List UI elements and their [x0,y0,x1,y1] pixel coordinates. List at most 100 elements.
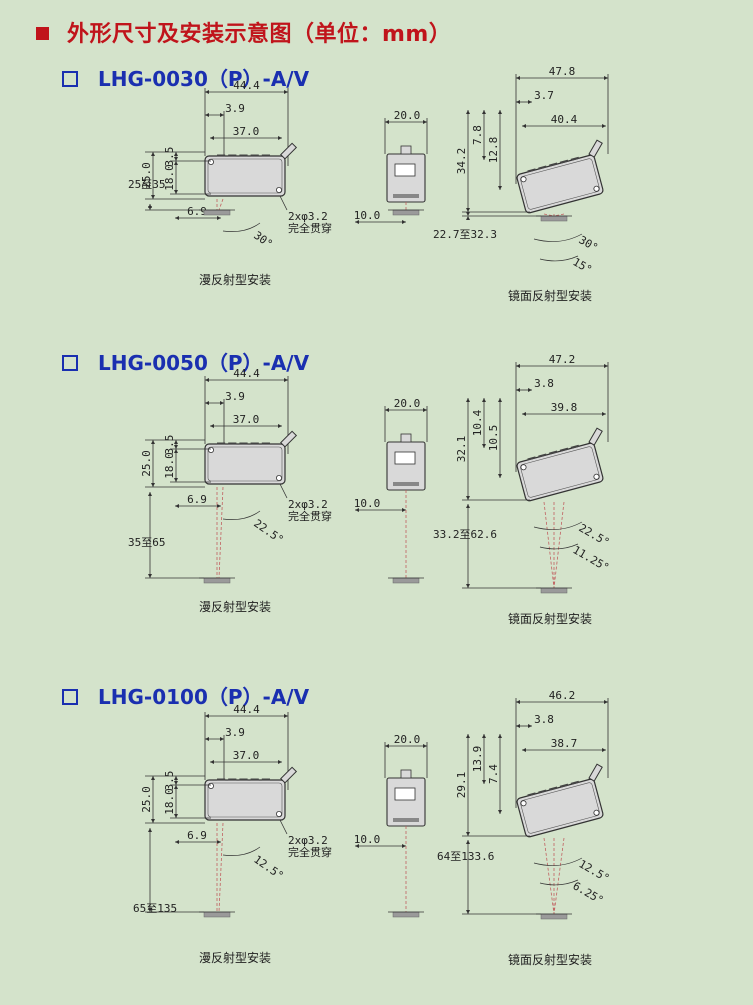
beam-line [218,822,224,913]
diffuse-ground-plate [203,209,231,216]
section-model-label: LHG-0100（P）-A/V [98,685,310,709]
lens-segment [239,442,248,445]
mirror-pitch-dim-label: 39.8 [551,401,578,414]
arrowhead [151,440,155,444]
arrowhead [151,776,155,780]
arrowhead [385,408,389,412]
side-connector [400,433,412,443]
angle-label: 22.5° [251,517,286,547]
arrowhead [284,714,288,718]
hole-offset-dim-label: 3.9 [225,390,245,403]
hole-note-label: 2xφ3.2 [288,834,328,847]
side-window [394,163,416,177]
mirror-angle-arc [533,233,583,242]
section-title-0050: LHG-0050（P）-A/V [62,347,309,376]
lens-segment [527,168,536,173]
arrowhead [278,424,282,428]
sensor-housing-inner [520,446,600,498]
overall-length-dim-label: 44.4 [233,703,260,716]
lens-segment [228,154,237,157]
angle-arc [222,222,261,232]
mirror-offset-dim-label: 3.8 [534,713,554,726]
arrowhead [174,152,178,156]
mirror-pitch-dim-label: 40.4 [551,113,578,126]
arrowhead [402,508,406,512]
beam-line [543,213,555,217]
arrowhead [174,161,178,165]
diffuse-caption: 漫反射型安装 [199,272,271,287]
side-lens [393,482,419,486]
arrowhead [174,478,178,482]
hole-note-label: 2xφ3.2 [288,498,328,511]
sensor-housing [204,155,286,197]
arrowhead [220,113,224,117]
lens-segment [538,789,547,794]
top-offset-dim-label: 3.5 [163,435,176,455]
page-title-text: 外形尺寸及安装示意图（单位：mm） [67,22,452,47]
hole-offset-dim-label: 3.9 [225,102,245,115]
lens-segment [559,447,569,452]
lens-segment [570,156,580,161]
arrowhead [210,760,214,764]
lens-segment [559,783,569,788]
arrowhead [466,208,470,212]
mirror-sensor-body [516,427,604,502]
mount-hole [275,474,282,481]
arrowhead [174,449,178,453]
lens-segment [261,778,270,781]
sensor-housing [516,778,604,838]
lens-segment [239,778,248,781]
arrowhead [466,910,470,914]
sensor-housing [204,443,286,485]
mirror-angle-arc [533,521,583,530]
mount-hole [593,809,600,816]
arrowhead [604,364,608,368]
mirror-v1-dim-label: 10.4 [471,409,484,436]
diffuse-caption: 漫反射型安装 [199,599,271,614]
sensor-housing [204,779,286,821]
arrowhead [498,186,502,190]
height-dim-label: 25.0 [140,786,153,813]
lens-segment [250,154,259,157]
angle-arc [222,846,261,856]
beam-offset-dim-label: 10.0 [354,833,381,846]
mirror-v1-dim-label: 7.8 [471,125,484,145]
bottom-offset-dim-label: 6.9 [187,829,207,842]
mirror-ground-plate [540,215,568,222]
lens-segment [228,442,237,445]
height-dim-label: 25.0 [140,162,153,189]
arrowhead [602,748,606,752]
hole-note2-label: 完全贯穿 [288,509,332,523]
sensor-housing-inner [520,158,600,210]
arrowhead [174,157,178,161]
arrowhead [278,136,282,140]
hole-offset-dim-label: 3.9 [225,726,245,739]
cable [280,766,298,784]
hole-note2-label: 完全贯穿 [288,221,332,235]
mirror-sensor-body [516,763,604,838]
arrowhead [516,724,520,728]
diffuse-caption: 漫反射型安装 [199,950,271,965]
sensor-housing [516,154,604,214]
mirror-angle2-arc [539,879,579,886]
cable [588,763,603,782]
arrowhead [148,206,152,210]
arrowhead [516,700,520,704]
arrowhead [522,748,526,752]
hollow-square-icon [62,688,78,705]
arrowhead [175,504,179,508]
side-width-dim-label: 20.0 [394,733,421,746]
detection-range-label: 25至35 [128,178,166,191]
lens-segment [239,154,248,157]
mount-hole [207,783,214,790]
bottom-offset-dim-label: 6.9 [187,493,207,506]
hole-height-dim-label: 18.0 [163,788,176,815]
mirror-angle2-label: 15° [571,255,595,276]
lens-segment [261,154,270,157]
square-bullet-icon [36,26,49,40]
arrowhead [355,844,359,848]
section-title-0030: LHG-0030（P）-A/V [62,63,309,92]
side-lens [393,818,419,822]
lens-segment [250,778,259,781]
